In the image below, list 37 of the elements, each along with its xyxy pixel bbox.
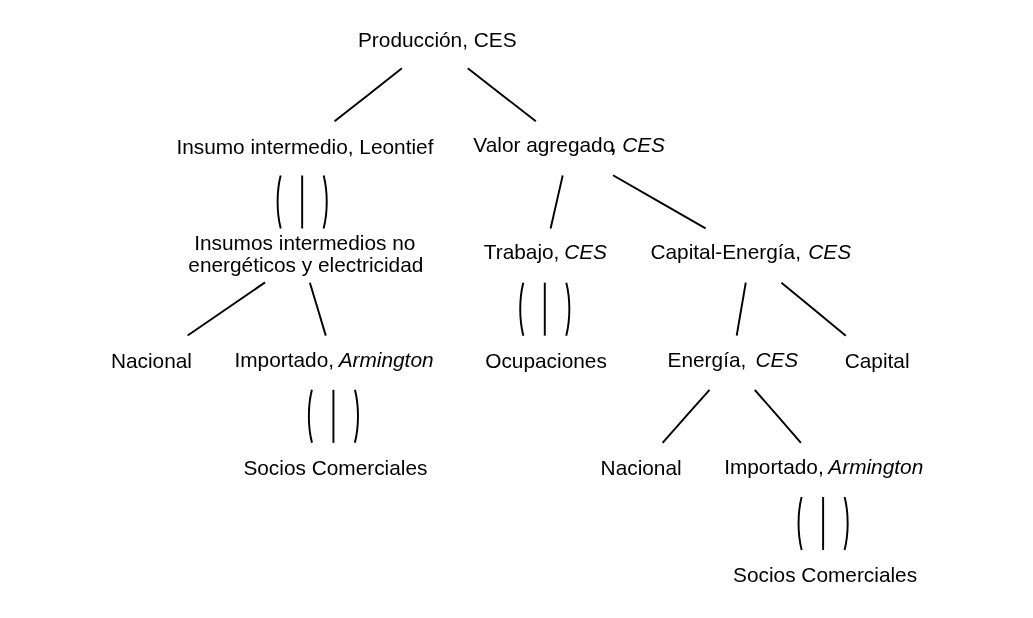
node-text: Nacional [600,456,682,480]
connector [543,281,546,337]
node-text: Producción, CES [357,27,517,51]
connector [843,496,849,551]
connector [822,496,825,551]
node-text: Importado, Armington [724,454,924,478]
node-text: Capital [844,349,910,373]
connector [735,281,747,337]
connector [466,67,537,123]
connector [186,281,266,337]
node-text: Capital-Energía, CES [650,240,852,264]
node-text: Trabajo, CES [483,240,607,264]
node-text: Socios Comerciales [243,456,428,480]
node-text: Energía, CES [667,347,799,371]
connector [322,174,328,230]
connector [308,281,327,337]
node-text: Ocupaciones [485,349,607,373]
node-text: Importado, Armington [234,347,434,371]
connector [333,67,403,123]
connector [661,388,711,444]
connector [519,281,525,337]
connector [780,281,847,337]
node-text: Insumos intermedios no energéticos y electricidad [188,230,424,277]
node-text: Socios Comerciales [733,563,918,587]
node-text: Nacional [110,349,192,373]
connector [276,174,282,230]
connector [549,174,564,230]
connector [307,388,313,444]
connector [753,388,802,444]
connector [353,388,359,444]
connector [301,174,304,230]
connector [612,174,707,230]
node-text: Valor agregado, CES [473,133,666,157]
connector [332,388,335,444]
connector [797,496,803,551]
node-text: Insumo intermedio, Leontief [176,134,434,158]
connector [565,281,571,337]
